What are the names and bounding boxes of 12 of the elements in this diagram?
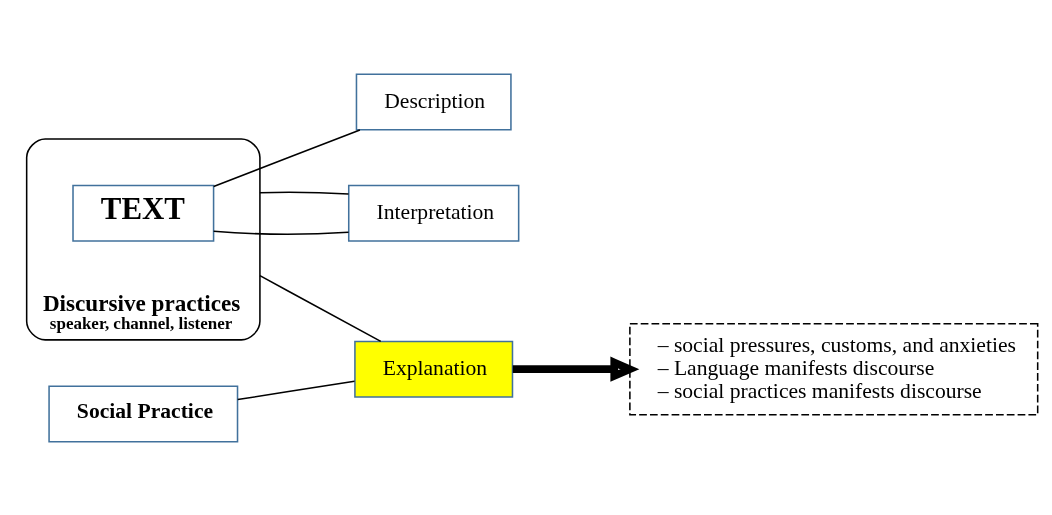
arrow (512, 356, 640, 382)
connector (212, 128, 361, 187)
node-box: Interpretation (347, 184, 520, 242)
node-box: Social Practice (48, 384, 239, 443)
node-box: Description (355, 72, 512, 131)
connector (259, 191, 350, 195)
connector (259, 274, 382, 342)
node-box: – social pressures, customs, and anxieties – Language manifests discourse – social practices manifests discourse (629, 322, 1039, 416)
connector (212, 230, 350, 235)
connector (236, 380, 356, 400)
node-box: Explanation (354, 340, 514, 398)
node-box: TEXT (72, 184, 215, 242)
